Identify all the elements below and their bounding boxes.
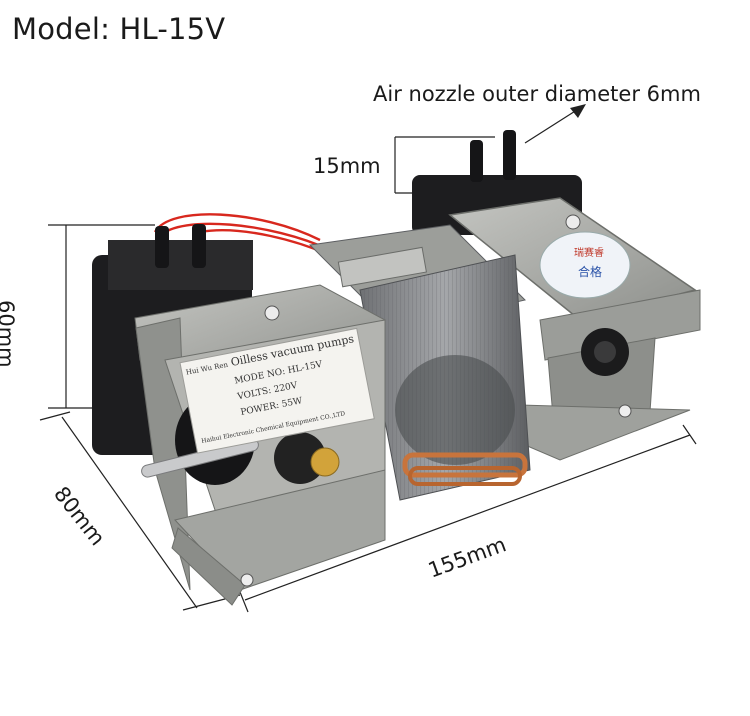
qc-sticker xyxy=(539,231,631,299)
right-bracket: 瑞赛睿 合格 xyxy=(448,197,701,461)
arrow-head xyxy=(570,104,586,118)
nozzle-height-label: 15mm xyxy=(313,154,381,178)
sticker-line2: 合格 xyxy=(578,264,602,279)
dimension-lines xyxy=(39,107,697,613)
sticker-line1: 瑞赛睿 xyxy=(574,246,604,259)
motor-stator xyxy=(308,224,531,501)
nameplate: Hui Wu Ren Oilless vacuum pumps MODE NO:… xyxy=(179,327,375,454)
nozzle-diameter-label: Air nozzle outer diameter 6mm xyxy=(373,82,701,106)
model-title: Model: HL-15V xyxy=(12,12,226,46)
